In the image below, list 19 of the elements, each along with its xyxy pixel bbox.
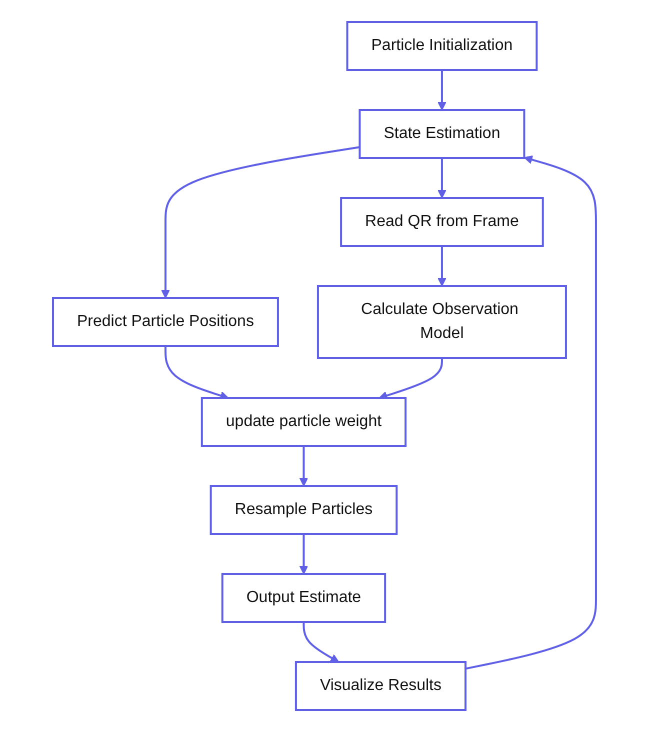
arrow — [161, 146, 360, 298]
arrow — [438, 158, 446, 198]
arrow — [299, 446, 308, 486]
arrow — [465, 155, 597, 670]
node-box: Predict Particle Positions — [52, 297, 279, 347]
node-box: Visualize Results — [294, 661, 467, 711]
node-box: Resample Particles — [210, 485, 398, 535]
arrow — [302, 622, 340, 662]
arrow — [164, 346, 229, 400]
node-box: Calculate Observation Model — [316, 285, 567, 359]
arrow — [438, 70, 446, 110]
node-box: State Estimation — [358, 109, 526, 159]
arrow — [299, 534, 308, 574]
node-box: Read QR from Frame — [340, 197, 544, 247]
arrow — [378, 358, 443, 400]
arrow — [438, 246, 446, 286]
node-box: update particle weight — [200, 397, 407, 447]
node-box: Output Estimate — [221, 573, 386, 623]
node-box: Particle Initialization — [346, 21, 538, 71]
